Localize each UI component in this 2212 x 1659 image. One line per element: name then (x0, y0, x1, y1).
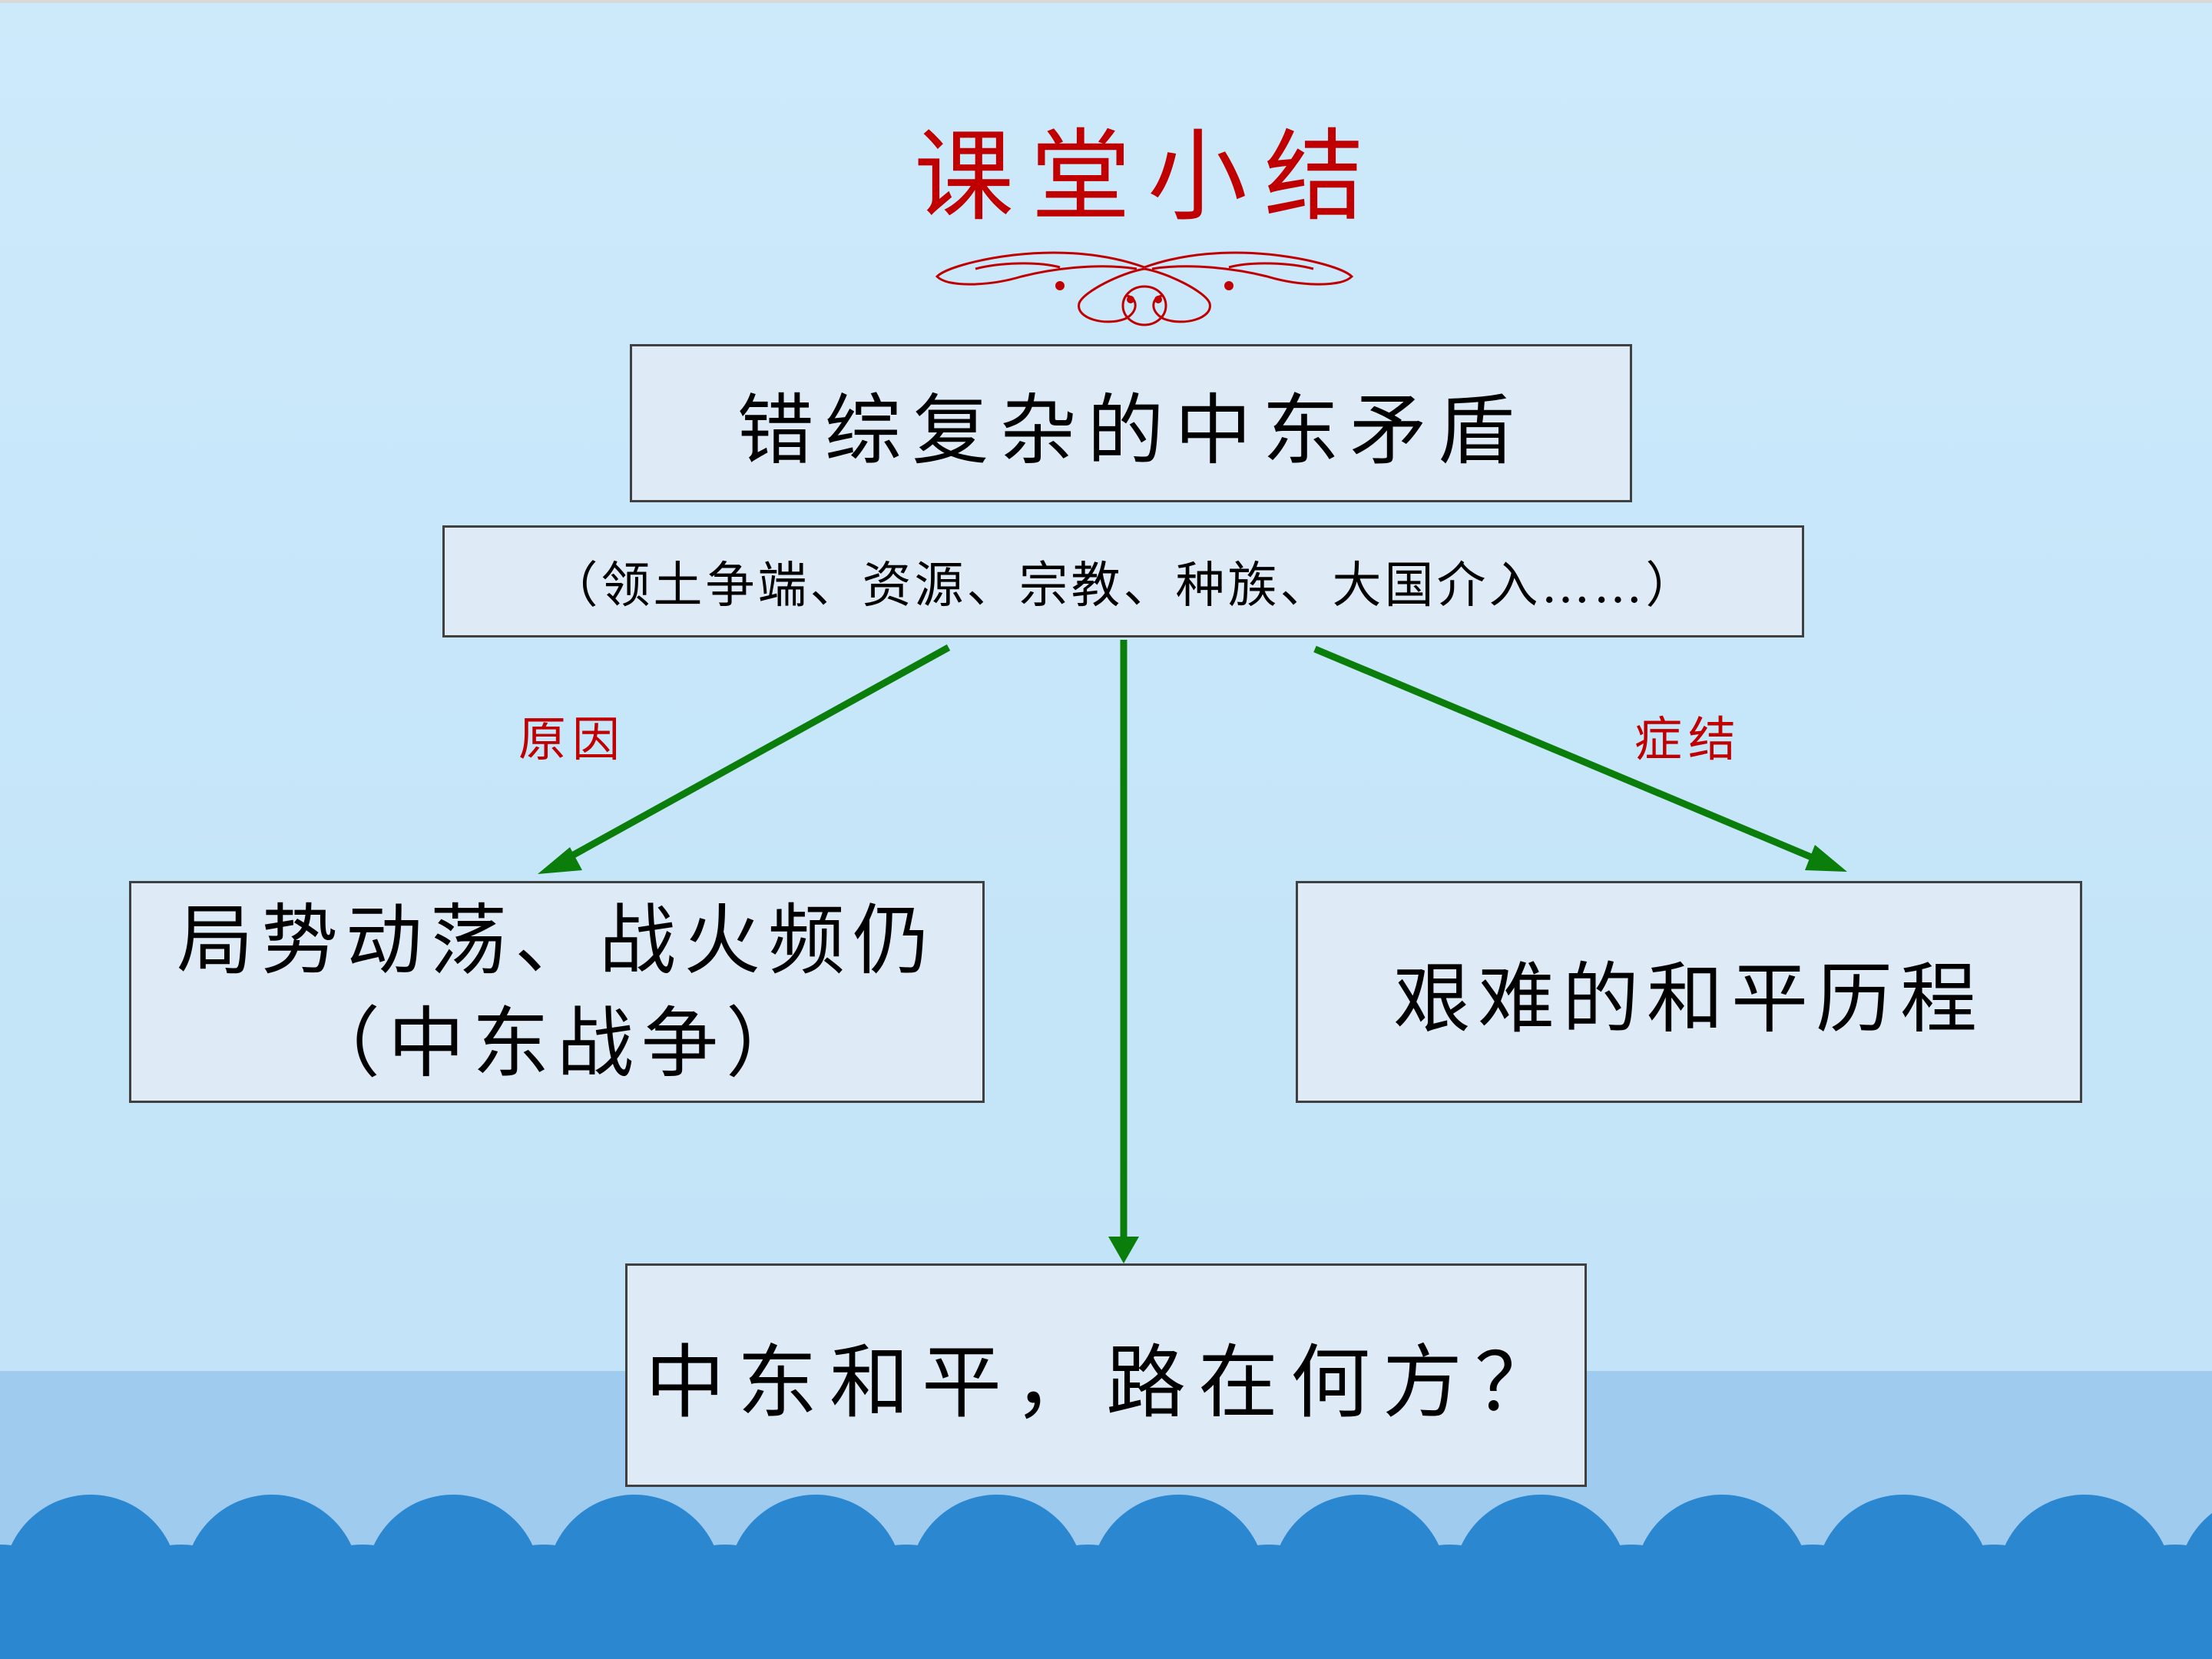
wave-scallop (1363, 1545, 1538, 1659)
wave-scallop (1000, 1545, 1175, 1659)
wave-scallop (0, 1545, 88, 1659)
wave-scallop (1181, 1545, 1356, 1659)
slide-title: 课堂小结 (914, 118, 1382, 235)
node-main-conflict-text: 错综复杂的中东矛盾 (737, 385, 1525, 475)
wave-decoration (0, 1495, 2212, 1659)
wave-scallop (1544, 1545, 1719, 1659)
node-peace-process: 艰难的和平历程 (1296, 881, 2082, 1103)
wave-scallop (94, 1545, 269, 1659)
edge-label-crux: 症结 (1634, 711, 1743, 767)
node-unrest: 局势动荡、战火频仍 （中东战争） (129, 881, 985, 1103)
wave-scallop (2088, 1545, 2212, 1659)
title-ornament-icon (935, 251, 1354, 326)
node-peace-question: 中东和平，路在何方？ (625, 1263, 1587, 1487)
wave-scallop (1725, 1545, 1900, 1659)
wave-scallop (637, 1545, 813, 1659)
edge-label-cause: 原因 (518, 711, 627, 767)
wave-scallop (456, 1545, 631, 1659)
node-unrest-line2: （中东战争） (303, 998, 810, 1088)
top-border-line (0, 0, 2212, 3)
node-unrest-line1: 局势动荡、战火频仍 (177, 895, 937, 985)
wave-scallop (819, 1545, 994, 1659)
node-main-conflict: 错综复杂的中东矛盾 (630, 344, 1632, 502)
wave-scallop (1906, 1545, 2081, 1659)
node-factors-text: （领土争端、资源、宗教、种族、大国介入……） (548, 558, 1698, 614)
node-peace-question-text: 中东和平，路在何方？ (644, 1336, 1567, 1429)
node-peace-process-text: 艰难的和平历程 (1393, 954, 1985, 1044)
arrow-to-right-node (1313, 645, 1826, 866)
node-factors: （领土争端、资源、宗教、种族、大国介入……） (442, 525, 1804, 637)
wave-scallop (275, 1545, 450, 1659)
arrow-to-left-node (555, 644, 951, 867)
